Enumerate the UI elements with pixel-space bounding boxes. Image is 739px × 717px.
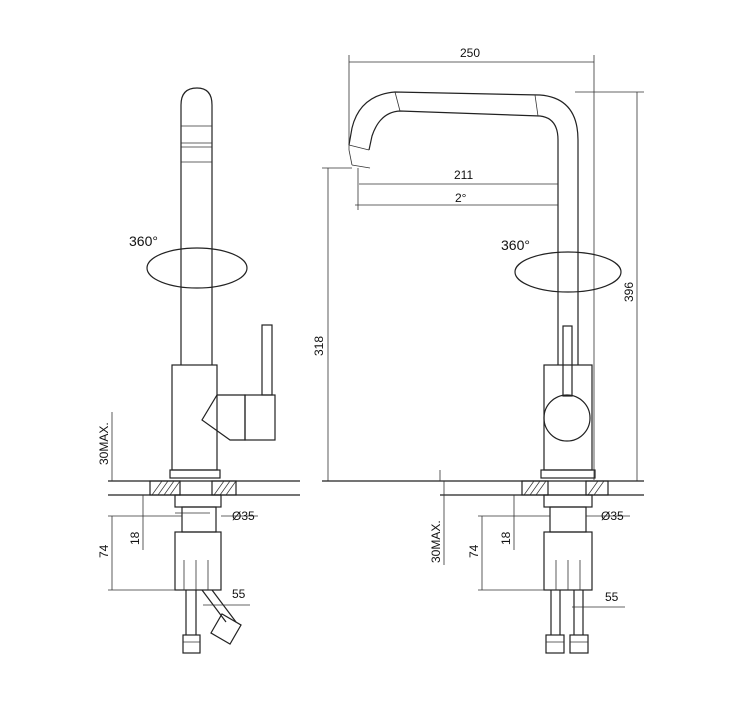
side-rotation-label: 360° (129, 233, 158, 249)
side-dim-55: 55 (232, 587, 246, 601)
side-dim-18: 18 (128, 531, 142, 545)
front-rotation-ellipse (514, 251, 622, 293)
front-spacing-max: 30MAX. (429, 520, 443, 563)
front-height-overall: 396 (622, 282, 636, 302)
side-lever-mount (201, 394, 246, 441)
front-dim-74: 74 (467, 544, 481, 558)
side-dim-74: 74 (97, 544, 111, 558)
front-spout-height: 318 (312, 336, 326, 356)
side-rotation-ellipse (146, 247, 248, 289)
front-spout (348, 91, 579, 365)
front-diameter: Ø35 (601, 509, 624, 523)
side-diameter: Ø35 (232, 509, 255, 523)
side-lever-handle (261, 324, 273, 396)
side-shank (174, 531, 222, 591)
front-angle: 2° (455, 191, 467, 205)
side-lever-base (244, 394, 276, 441)
front-lever-knob (543, 394, 591, 442)
side-hose-a (185, 590, 197, 635)
front-rotation-label: 360° (501, 237, 530, 253)
front-view: 250 396 211 2° 318 360° (312, 46, 644, 654)
side-hose-b (201, 589, 237, 623)
side-hatched-washer (149, 480, 237, 496)
front-dim-18: 18 (499, 531, 513, 545)
front-hose-b (573, 590, 584, 635)
front-hatched-washer (521, 480, 609, 496)
side-faucet-body (171, 364, 218, 471)
front-lever-handle (562, 325, 573, 397)
front-faucet-body (543, 364, 593, 471)
side-spout-tube (180, 87, 213, 365)
side-spacing-max: 30MAX. (97, 422, 111, 465)
front-width-overall: 250 (460, 46, 480, 60)
front-hose-a (550, 590, 561, 635)
front-reach: 211 (454, 168, 473, 182)
front-dim-55: 55 (605, 590, 619, 604)
side-base-plate (169, 469, 221, 479)
side-view: 360° (97, 87, 300, 654)
